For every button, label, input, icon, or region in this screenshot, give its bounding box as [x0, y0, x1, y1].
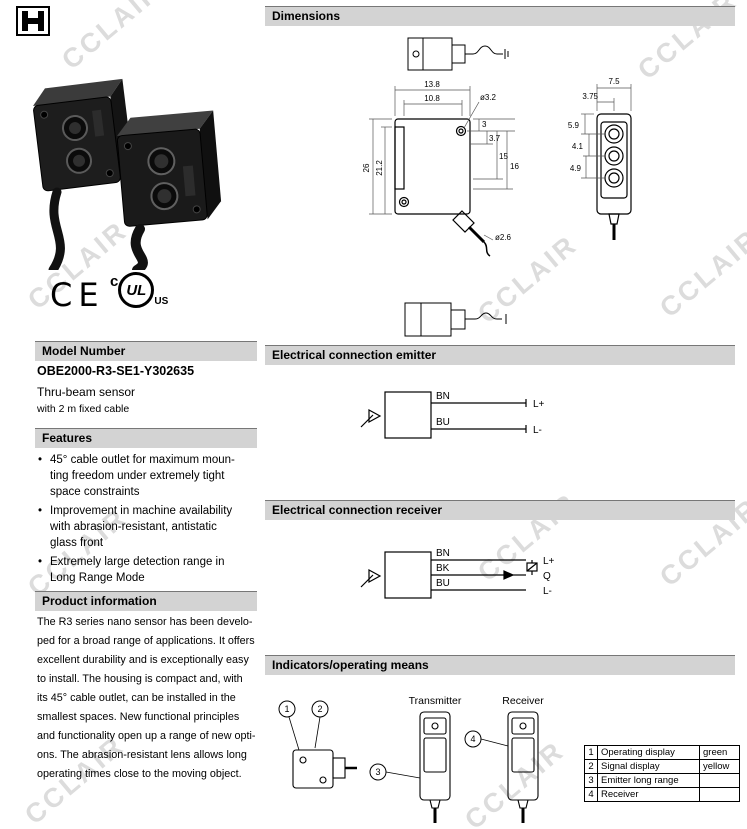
top-view-drawing: [407, 37, 509, 71]
row-num: 1: [584, 745, 598, 760]
section-header-dimensions: Dimensions: [265, 6, 735, 26]
wire-bn-label: BN: [436, 548, 450, 559]
terminal-lminus-label: L-: [533, 425, 542, 436]
callout-3-num: 3: [375, 767, 380, 777]
bottom-view-drawing: [404, 302, 507, 337]
dim-label-side-half: 3.75: [582, 92, 598, 101]
row-desc: Signal display: [597, 759, 700, 774]
dim-label-4-9: 4.9: [570, 164, 582, 173]
dim-label-16: 16: [510, 162, 519, 171]
row-value: green: [699, 745, 740, 760]
row-desc: Emitter long range: [597, 773, 700, 788]
ul-c-prefix: c: [110, 273, 119, 290]
row-value: [699, 773, 740, 788]
section-header-model-number: Model Number: [35, 341, 257, 361]
table-row: 2 Signal display yellow: [584, 759, 740, 774]
dim-label-width: 13.8: [424, 80, 440, 89]
front-view-drawing: [394, 118, 491, 257]
emitter-wiring-diagram: BN BU L+ L-: [360, 391, 545, 439]
transmitter-sketch: [419, 711, 451, 823]
ul-us-suffix: US: [154, 296, 169, 307]
table-row: 3 Emitter long range: [584, 773, 740, 788]
feature-item: Improvement in machine availability with…: [37, 503, 261, 551]
wire-bu-label: BU: [436, 417, 450, 428]
section-header-receiver: Electrical connection receiver: [265, 500, 735, 520]
cul-us-mark: c UL US: [110, 272, 168, 308]
receiver-sketch: [507, 711, 539, 823]
section-header-features: Features: [35, 428, 257, 448]
section-header-indicators: Indicators/operating means: [265, 655, 735, 675]
row-desc: Operating display: [597, 745, 700, 760]
section-header-product-information: Product information: [35, 591, 257, 611]
section-header-emitter: Electrical connection emitter: [265, 345, 735, 365]
row-desc: Receiver: [597, 787, 700, 802]
row-num: 2: [584, 759, 598, 774]
side-dim-lines: [581, 84, 632, 179]
dim-label-3: 3: [482, 120, 487, 129]
indicators-drawing: Transmitter Receiver 1 2 3 4: [278, 695, 544, 823]
callout-leader-lines: [288, 716, 509, 779]
dim-label-side-width: 7.5: [608, 77, 620, 86]
row-num: 4: [584, 787, 598, 802]
table-row: 1 Operating display green: [584, 745, 740, 760]
receiver-wiring-diagram: BN BK BU L+ Q L-: [360, 548, 555, 599]
sensor-side-sketch: [292, 749, 357, 789]
receiver-label: Receiver: [502, 695, 544, 707]
transmitter-label: Transmitter: [409, 695, 462, 707]
terminal-lplus-label: L+: [543, 556, 555, 567]
feature-item: Extremely large detection range in Long …: [37, 554, 261, 586]
product-photo: [33, 78, 222, 270]
callout-1: [278, 700, 296, 718]
sensor-front: [116, 110, 222, 227]
dim-label-height: 26: [362, 163, 371, 172]
brand-logo: [16, 6, 50, 36]
wire-bu-label: BU: [436, 578, 450, 589]
row-value: [699, 787, 740, 802]
sensor-type: Thru-beam sensor: [37, 385, 136, 399]
model-number: OBE2000-R3-SE1-Y302635: [37, 364, 195, 378]
side-view-drawing: [596, 113, 632, 240]
dim-label-3-7: 3.7: [489, 134, 501, 143]
front-dim-lines: [369, 86, 515, 241]
ce-mark: CE: [50, 276, 105, 314]
features-list: 45° cable outlet for maximum moun- ting …: [37, 452, 261, 589]
dim-label-width-inner: 10.8: [424, 94, 440, 103]
feature-item: 45° cable outlet for maximum moun- ting …: [37, 452, 261, 500]
wire-bn-label: BN: [436, 391, 450, 402]
dimensions-drawing: 13.8 10.8 ø3.2 26 21.2 3 3.7 15 16 ø2.6 …: [362, 37, 632, 337]
callout-2-num: 2: [317, 704, 322, 714]
dim-label-4-1: 4.1: [572, 142, 584, 151]
cable-front: [130, 224, 148, 270]
indicators-table: 1 Operating display green 2 Signal displ…: [584, 745, 740, 802]
dim-label-cable: ø2.6: [495, 233, 512, 242]
cable-note: with 2 m fixed cable: [37, 403, 130, 415]
ul-logo: UL: [118, 272, 155, 308]
callout-4-num: 4: [470, 734, 475, 744]
row-value: yellow: [699, 759, 740, 774]
dim-label-hole: ø3.2: [480, 93, 497, 102]
terminal-q-label: Q: [543, 571, 551, 582]
row-num: 3: [584, 773, 598, 788]
callout-1-num: 1: [284, 704, 289, 714]
table-row: 4 Receiver: [584, 787, 740, 802]
terminal-lplus-label: L+: [533, 399, 545, 410]
terminal-lminus-label: L-: [543, 586, 552, 597]
dim-label-height-inner: 21.2: [375, 160, 384, 176]
wire-bk-label: BK: [436, 563, 450, 574]
dim-label-5-9: 5.9: [568, 121, 580, 130]
product-info-text: The R3 series nano sensor has been devel…: [37, 616, 256, 780]
cable-back: [48, 187, 65, 270]
dim-label-15: 15: [499, 152, 508, 161]
